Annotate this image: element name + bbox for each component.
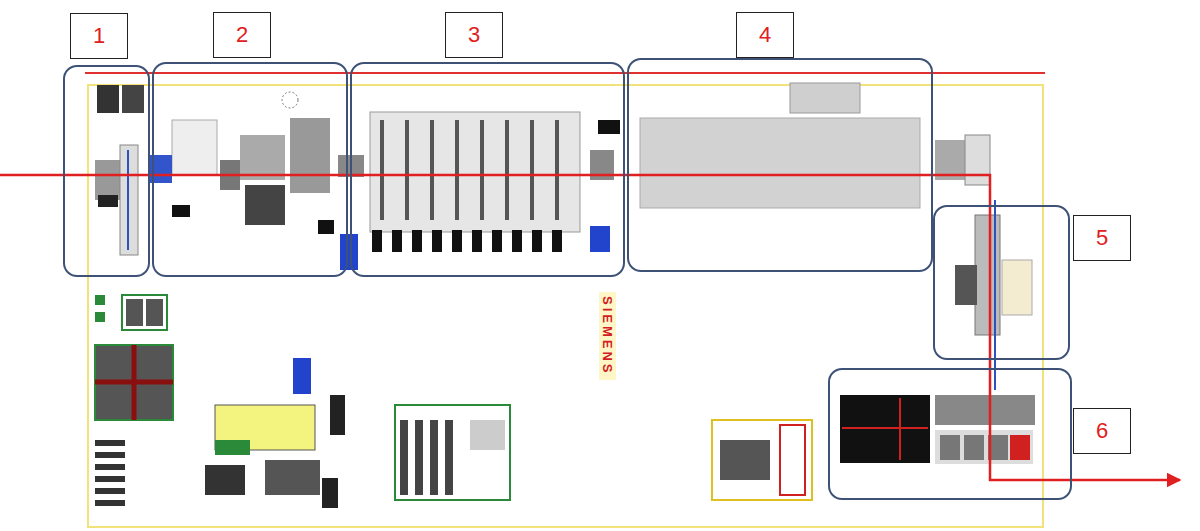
station-6-equipment <box>840 395 1035 464</box>
station-region: 6 <box>828 368 1072 500</box>
station-1-equipment <box>95 85 144 255</box>
station-5-equipment <box>955 200 1032 390</box>
callout-number: 1 <box>70 13 128 59</box>
callout-number: 4 <box>736 12 794 58</box>
callout-number: 6 <box>1073 408 1131 454</box>
callout-number: 5 <box>1073 215 1131 261</box>
callout-number: 3 <box>445 12 503 58</box>
station-3-rack <box>338 112 620 270</box>
station-region: 5 <box>933 205 1070 360</box>
wall-line <box>85 72 1045 74</box>
station-2-equipment <box>150 92 334 234</box>
floor-equipment <box>95 295 812 508</box>
station-region: 1 <box>63 65 150 277</box>
station-4-machine <box>640 83 990 208</box>
callout-number: 2 <box>213 12 271 58</box>
station-region: 4 <box>627 58 933 272</box>
floor-outline <box>88 85 1043 527</box>
material-flow-line <box>0 175 1180 480</box>
vertical-brand-label: SIEMENS <box>599 292 616 380</box>
station-region: 2 <box>152 62 348 277</box>
station-region: 3 <box>350 62 625 277</box>
